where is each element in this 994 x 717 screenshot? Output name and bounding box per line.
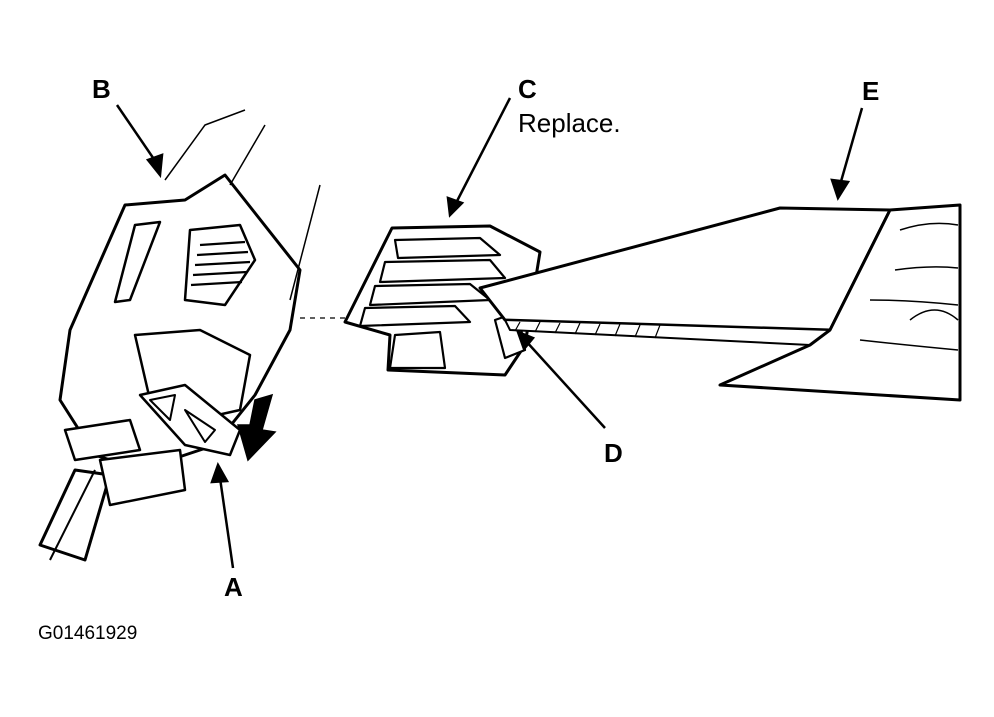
callout-e: E (862, 76, 880, 106)
callout-b: B (92, 74, 111, 104)
terminal-retainer (343, 224, 542, 377)
callout-d: D (604, 438, 623, 468)
figure-id: G01461929 (38, 623, 138, 644)
screwdriver (478, 203, 962, 402)
callout-c-note: Replace. (518, 108, 621, 138)
callout-a: A (224, 572, 243, 602)
callout-c: C (518, 74, 537, 104)
harness-wire (38, 468, 112, 562)
harness-connector (38, 109, 321, 562)
leader-lines (115, 97, 864, 569)
screwdriver-handle (718, 203, 962, 402)
push-arrow (237, 393, 277, 462)
screwdriver-blade (478, 206, 892, 332)
